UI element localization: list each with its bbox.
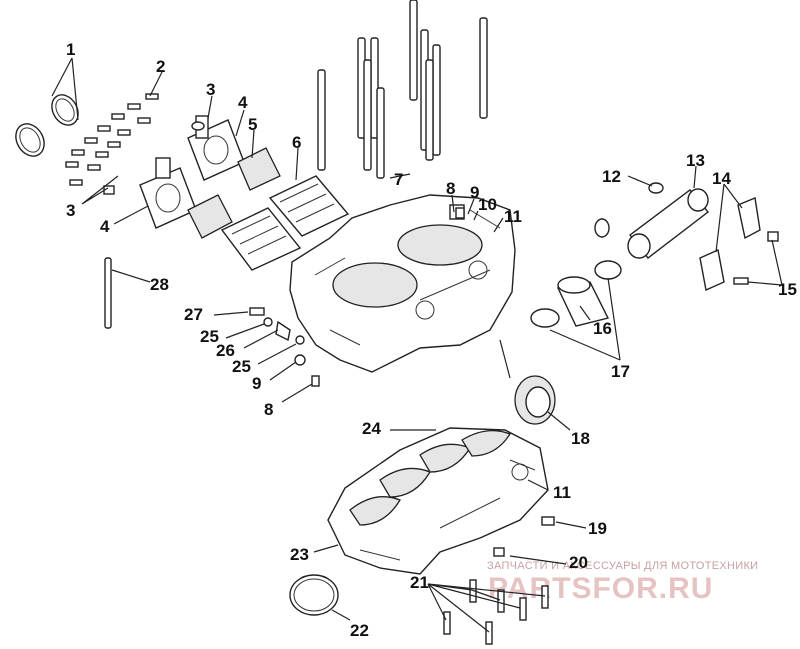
- callout-25b: 25: [232, 357, 251, 376]
- lower-crankcase: [327, 427, 549, 575]
- callout-9b: 9: [252, 374, 261, 393]
- mounting-brackets: [699, 197, 779, 291]
- small-fasteners: [249, 207, 465, 387]
- callout-20: 20: [569, 553, 588, 572]
- reed-cage-bolts: [65, 93, 159, 195]
- callout-1: 1: [66, 40, 75, 59]
- callout-22: 22: [350, 621, 369, 640]
- dowel-pin: [104, 257, 112, 329]
- callout-26: 26: [216, 341, 235, 360]
- cylinder-studs: [317, 0, 488, 179]
- callout-21: 21: [410, 573, 429, 592]
- callout-9a: 9: [470, 183, 479, 202]
- watermark-tagline: ЗАПЧАСТИ И АКСЕССУАРЫ ДЛЯ МОТОТЕХНИКИ: [487, 560, 758, 572]
- callout-11b: 11: [553, 483, 571, 502]
- callout-8a: 8: [446, 179, 455, 198]
- callout-2: 2: [156, 57, 165, 76]
- crankcase-bolts: [443, 516, 555, 645]
- o-ring: [289, 574, 339, 616]
- callout-18: 18: [571, 429, 590, 448]
- upper-crankcase: [289, 194, 516, 373]
- callout-3a: 3: [206, 80, 215, 99]
- callout-16: 16: [593, 319, 612, 338]
- callout-13: 13: [686, 151, 705, 170]
- callout-19: 19: [588, 519, 607, 538]
- crankshaft-seal: [514, 375, 556, 425]
- callout-labels: 1 2 3 3 4 4 5 6 7 8 8 9 9 10 11 11 12 13…: [66, 40, 797, 640]
- coolant-hose-assembly: [594, 182, 709, 259]
- callout-3b: 3: [66, 201, 75, 220]
- leader-lines: [51, 57, 783, 633]
- reed-valve-blocks: [187, 147, 281, 239]
- hose-clamps: [15, 94, 79, 157]
- callout-12: 12: [602, 167, 621, 186]
- callout-7: 7: [394, 170, 403, 189]
- intake-hose-assembly: [530, 260, 622, 328]
- callout-14: 14: [712, 169, 731, 188]
- callout-5: 5: [248, 115, 257, 134]
- callout-15: 15: [778, 280, 797, 299]
- callout-11a: 11: [504, 207, 522, 226]
- callout-4a: 4: [238, 93, 248, 112]
- callout-10: 10: [478, 195, 497, 214]
- callout-17: 17: [611, 362, 630, 381]
- callout-25a: 25: [200, 327, 219, 346]
- callout-27: 27: [184, 305, 203, 324]
- callout-4b: 4: [100, 217, 110, 236]
- callout-23: 23: [290, 545, 309, 564]
- callout-24: 24: [362, 419, 381, 438]
- callout-28: 28: [150, 275, 169, 294]
- callout-8b: 8: [264, 400, 273, 419]
- callout-6: 6: [292, 133, 301, 152]
- reed-valve-cages: [220, 175, 350, 271]
